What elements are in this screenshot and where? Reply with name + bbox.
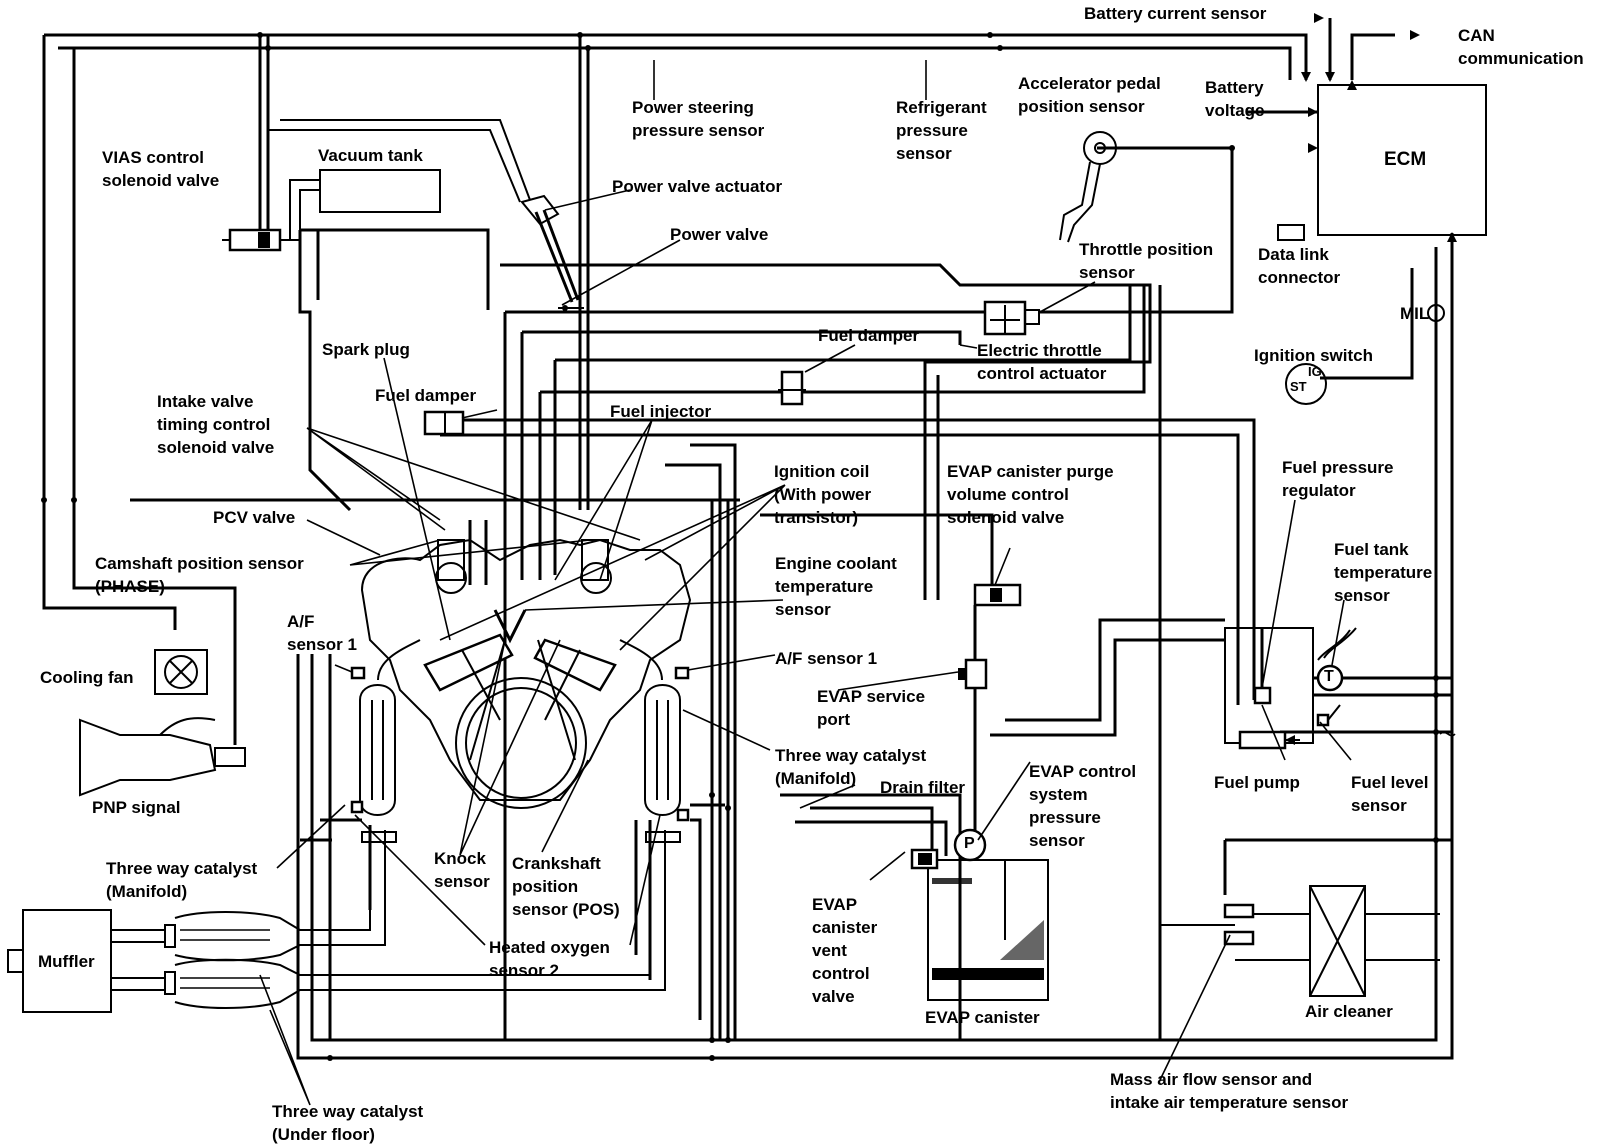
label-cooling-fan: Cooling fan (40, 668, 134, 687)
label-crankshaft-position-sensor: Crankshaft position sensor (POS) (512, 854, 620, 919)
label-three-way-catalyst-manifold-left: Three way catalyst (Manifold) (106, 859, 258, 901)
label-power-valve-actuator: Power valve actuator (612, 177, 783, 196)
label-accelerator-pedal-position-sensor: Accelerator pedal position sensor (1018, 74, 1161, 116)
pnp-transmission-shape (79, 717, 246, 797)
engine-block-shape (360, 538, 692, 809)
ignition-switch-ig-text: IG (1308, 364, 1322, 379)
label-battery-current-sensor: Battery current sensor (1084, 4, 1267, 23)
fuel-damper-top-shape (778, 370, 806, 406)
label-data-link-connector: Data link connector (1258, 245, 1341, 287)
ignition-switch-shape (1285, 363, 1327, 405)
label-evap-canister-vent-control-valve: EVAP canister vent control valve (812, 895, 878, 1006)
data-link-connector-shape (1277, 224, 1305, 241)
label-fuel-pressure-regulator: Fuel pressure regulator (1282, 458, 1394, 500)
evap-canister-shape (910, 828, 1049, 1001)
label-evap-canister: EVAP canister (925, 1008, 1040, 1027)
label-muffler: Muffler (38, 952, 95, 971)
label-evap-control-system-pressure-sensor: EVAP control system pressure sensor (1029, 762, 1137, 850)
evap-service-port-shape (958, 658, 988, 690)
accelerator-pedal-shape (1059, 131, 1117, 243)
label-vacuum-tank: Vacuum tank (318, 146, 423, 165)
air-cleaner-shape (1160, 885, 1440, 997)
label-fuel-tank-temperature-sensor: Fuel tank temperature sensor (1334, 540, 1433, 605)
label-ignition-switch: Ignition switch (1254, 346, 1373, 365)
evap-purge-solenoid-shape (973, 583, 1022, 607)
label-evap-canister-purge-volume-control-solenoid-valve: EVAP canister purge volume control solen… (947, 462, 1114, 527)
label-air-cleaner: Air cleaner (1305, 1002, 1393, 1021)
label-fuel-injector: Fuel injector (610, 402, 712, 421)
label-power-steering-pressure-sensor: Power steering pressure sensor (632, 98, 765, 140)
label-spark-plug: Spark plug (322, 340, 410, 359)
label-drain-filter: Drain filter (880, 778, 966, 797)
label-ignition-coil: Ignition coil (With power transistor) (774, 462, 872, 527)
label-mass-air-flow-sensor: Mass air flow sensor and intake air temp… (1110, 1070, 1349, 1112)
label-ecm: ECM (1384, 149, 1427, 170)
power-valve-actuator-shape (268, 119, 584, 311)
label-pnp-signal: PNP signal (92, 798, 181, 817)
label-mil: MIL (1400, 304, 1430, 323)
label-battery-voltage: Battery voltage (1205, 78, 1265, 120)
label-af-sensor-1-left: A/F sensor 1 (287, 612, 357, 654)
label-three-way-catalyst-manifold-right: Three way catalyst (Manifold) (775, 746, 927, 788)
label-fuel-level-sensor: Fuel level sensor (1351, 773, 1429, 815)
label-power-valve: Power valve (670, 225, 769, 244)
ignition-switch-st-text: ST (1290, 379, 1307, 394)
arrow-battery-voltage (1308, 107, 1318, 117)
label-engine-coolant-temperature-sensor: Engine coolant temperature sensor (775, 554, 897, 619)
label-fuel-damper-left: Fuel damper (375, 386, 477, 405)
leader-lines (259, 60, 1456, 1106)
vacuum-tank-shape (319, 169, 441, 213)
throttle-actuator-shape (983, 300, 1040, 336)
junction-dots (41, 32, 1439, 1061)
label-evap-service-port: EVAP service port (817, 687, 926, 729)
vias-solenoid-shape (222, 228, 282, 252)
ecm-box (1317, 84, 1487, 236)
label-electric-throttle-control-actuator: Electric throttle control actuator (977, 341, 1107, 383)
label-pcv-valve: PCV valve (213, 508, 296, 527)
mil-lamp-shape (1427, 304, 1445, 322)
cooling-fan-shape (154, 649, 208, 695)
fuel-tank-shape (1224, 627, 1357, 750)
label-three-way-catalyst-under-floor: Three way catalyst (Under floor) (272, 1102, 424, 1144)
fuel-tank-temp-symbol: T (1324, 668, 1334, 685)
label-fuel-pump: Fuel pump (1214, 773, 1300, 792)
label-camshaft-position-sensor: Camshaft position sensor (PHASE) (95, 554, 304, 596)
label-can-communication: CAN communication (1458, 26, 1584, 68)
label-throttle-position-sensor: Throttle position sensor (1079, 240, 1214, 282)
label-knock-sensor: Knock sensor (434, 849, 490, 891)
exhaust-system-shapes (7, 830, 666, 1013)
evap-pressure-symbol: P (964, 835, 975, 852)
label-refrigerant-pressure-sensor: Refrigerant pressure sensor (896, 98, 987, 163)
label-heated-oxygen-sensor-2: Heated oxygen sensor 2 (489, 938, 610, 980)
wiring-harness (42, 18, 1454, 1060)
catalyst-manifold-shapes (350, 639, 690, 843)
label-fuel-damper-top: Fuel damper (818, 326, 920, 345)
arrow-aps (1308, 143, 1318, 153)
label-vias-control-solenoid-valve: VIAS control solenoid valve (102, 148, 220, 190)
label-intake-valve-timing-control-solenoid-valve: Intake valve timing control solenoid val… (157, 392, 275, 457)
fuel-damper-left-shape (423, 410, 465, 436)
label-af-sensor-1-right: A/F sensor 1 (775, 649, 878, 668)
